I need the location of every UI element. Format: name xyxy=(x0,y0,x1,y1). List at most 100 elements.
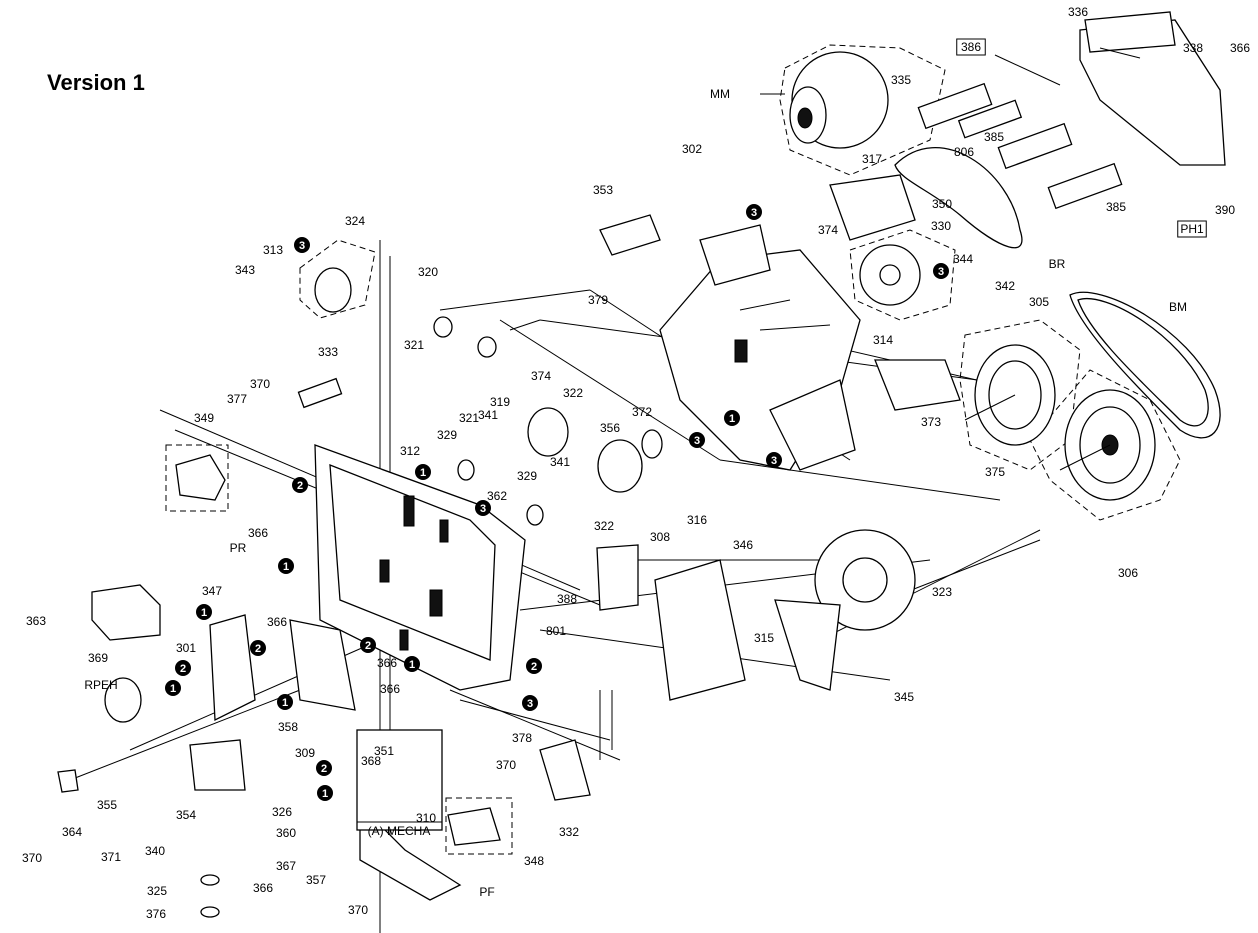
part-label: 367 xyxy=(276,859,296,873)
callout-marker: 1 xyxy=(724,410,740,426)
callout-marker-number: 2 xyxy=(297,480,303,492)
dashed-enclosures xyxy=(165,44,1181,855)
part-label: 366 xyxy=(267,615,287,629)
part-label: 379 xyxy=(588,293,608,307)
callout-marker-number: 3 xyxy=(694,435,700,447)
callout-marker-number: 3 xyxy=(751,207,757,219)
part-label: 302 xyxy=(682,142,702,156)
callout-marker-number: 3 xyxy=(771,455,777,467)
part-label: 378 xyxy=(512,731,532,745)
left-parts xyxy=(57,267,356,918)
callout-marker-number: 3 xyxy=(527,698,533,710)
part-label: 325 xyxy=(147,884,167,898)
part-label: 355 xyxy=(97,798,117,812)
part-label: 321 xyxy=(459,411,479,425)
part-label: 323 xyxy=(932,585,952,599)
part-label: RPEH xyxy=(84,678,117,692)
part-label: 330 xyxy=(931,219,951,233)
part-label: 366 xyxy=(380,682,400,696)
callout-marker-number: 1 xyxy=(729,413,735,425)
callout-marker-number: 3 xyxy=(299,240,305,252)
callout-marker-number: 1 xyxy=(322,788,328,800)
label-box xyxy=(1177,220,1207,238)
part-label: PH1 xyxy=(1180,222,1204,236)
callout-marker: 2 xyxy=(292,477,308,493)
part-label: 321 xyxy=(404,338,424,352)
part-label: 366 xyxy=(248,526,268,540)
part-label: 324 xyxy=(345,214,365,228)
part-label: 320 xyxy=(418,265,438,279)
mecha-frame-assembly xyxy=(917,11,1226,210)
part-label: 347 xyxy=(202,584,222,598)
part-label: 370 xyxy=(22,851,42,865)
callout-marker: 1 xyxy=(277,694,293,710)
part-label: PF xyxy=(479,885,494,899)
callout-marker: 1 xyxy=(317,785,333,801)
callout-marker: 1 xyxy=(165,680,181,696)
part-label: 340 xyxy=(145,844,165,858)
middle-parts xyxy=(356,316,841,901)
callout-marker-number: 2 xyxy=(321,763,327,775)
part-label: 341 xyxy=(478,408,498,422)
part-label: 315 xyxy=(754,631,774,645)
part-label: 313 xyxy=(263,243,283,257)
part-label: 322 xyxy=(594,519,614,533)
part-label: 364 xyxy=(62,825,82,839)
callout-marker-number: 2 xyxy=(255,643,261,655)
callout-marker: 1 xyxy=(278,558,294,574)
part-label: MM xyxy=(710,87,730,101)
part-label: 341 xyxy=(550,455,570,469)
callout-marker-number: 1 xyxy=(283,561,289,573)
part-label: 329 xyxy=(517,469,537,483)
part-label: 358 xyxy=(278,720,298,734)
part-label: 370 xyxy=(250,377,270,391)
callout-marker-number: 3 xyxy=(938,266,944,278)
part-label: 312 xyxy=(400,444,420,458)
part-label: 332 xyxy=(559,825,579,839)
callout-marker-number: 1 xyxy=(282,697,288,709)
callout-marker: 2 xyxy=(316,760,332,776)
part-label: 348 xyxy=(524,854,544,868)
part-label: 316 xyxy=(687,513,707,527)
part-label: 306 xyxy=(1118,566,1138,580)
callout-marker: 1 xyxy=(415,464,431,480)
callout-marker: 3 xyxy=(475,500,491,516)
part-label: 386 xyxy=(961,40,981,54)
callout-marker-number: 2 xyxy=(365,640,371,652)
part-label: 346 xyxy=(733,538,753,552)
central-mechanism xyxy=(599,174,961,471)
callout-marker: 2 xyxy=(360,637,376,653)
part-label: 335 xyxy=(891,73,911,87)
belts xyxy=(894,147,1221,439)
part-label: 390 xyxy=(1215,203,1235,217)
callout-marker: 3 xyxy=(689,432,705,448)
callout-marker: 3 xyxy=(522,695,538,711)
callout-marker-number: 1 xyxy=(170,683,176,695)
part-label: 369 xyxy=(88,651,108,665)
version-title: Version 1 xyxy=(47,70,145,95)
part-label: PR xyxy=(230,541,247,555)
part-label: 301 xyxy=(176,641,196,655)
part-label: 333 xyxy=(318,345,338,359)
part-label: 338 xyxy=(1183,41,1203,55)
part-label: 353 xyxy=(593,183,613,197)
part-label: 305 xyxy=(1029,295,1049,309)
callout-marker: 2 xyxy=(526,658,542,674)
callout-marker: 3 xyxy=(933,263,949,279)
part-label: 350 xyxy=(932,197,952,211)
callout-marker: 1 xyxy=(404,656,420,672)
part-label: 363 xyxy=(26,614,46,628)
part-label: 377 xyxy=(227,392,247,406)
part-label: 319 xyxy=(490,395,510,409)
callout-marker: 2 xyxy=(175,660,191,676)
part-label: 370 xyxy=(348,903,368,917)
part-label: 349 xyxy=(194,411,214,425)
part-label: 806 xyxy=(954,145,974,159)
part-label: BR xyxy=(1049,257,1066,271)
callout-marker-number: 3 xyxy=(480,503,486,515)
part-label: BM xyxy=(1169,300,1187,314)
part-label: 309 xyxy=(295,746,315,760)
